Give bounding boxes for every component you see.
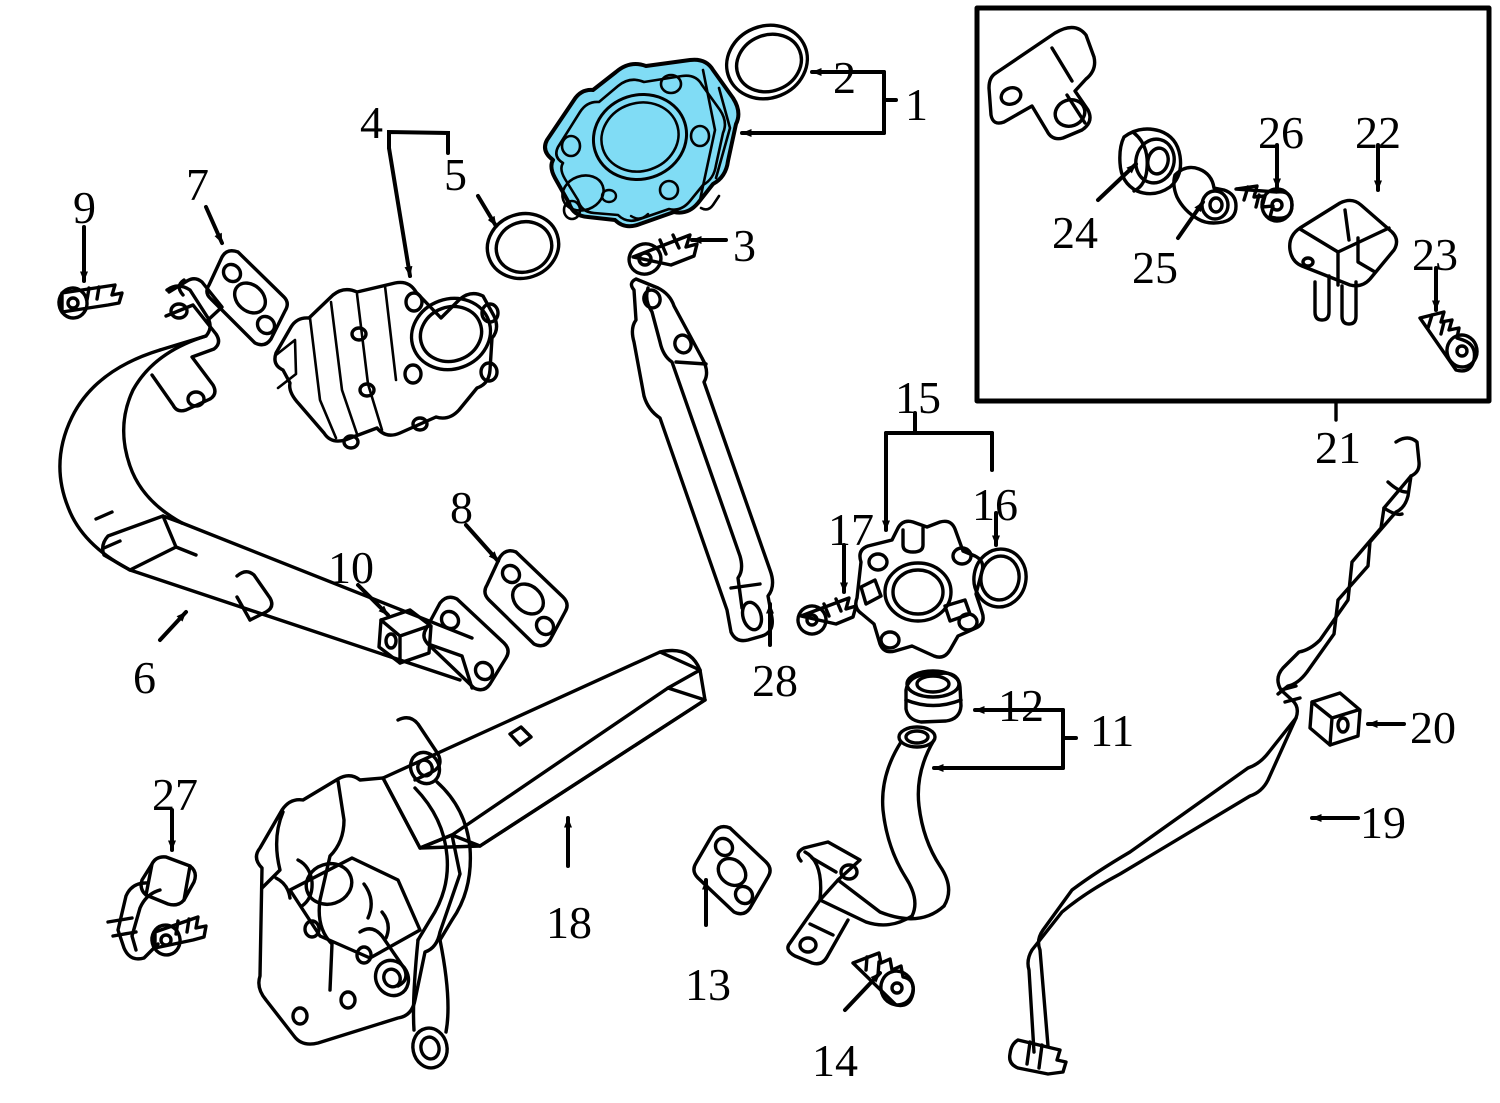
egr-valve-assembly-1 bbox=[543, 57, 741, 229]
callout-27[interactable]: 27 bbox=[152, 769, 198, 820]
callout-9[interactable]: 9 bbox=[73, 182, 96, 233]
callout-25[interactable]: 25 bbox=[1132, 242, 1178, 293]
tube-gasket-7 bbox=[205, 249, 289, 347]
support-bracket-28 bbox=[629, 277, 775, 643]
callout-12[interactable]: 12 bbox=[998, 680, 1044, 731]
callout-17[interactable]: 17 bbox=[828, 504, 874, 555]
callout-10[interactable]: 10 bbox=[328, 542, 374, 593]
seal-ring-5 bbox=[485, 211, 561, 281]
pipe-gasket-8 bbox=[483, 549, 569, 648]
callout-18[interactable]: 18 bbox=[546, 897, 592, 948]
grommet-large-24 bbox=[1118, 127, 1183, 196]
pipe-gasket-13 bbox=[692, 824, 772, 916]
callout-11[interactable]: 11 bbox=[1090, 705, 1135, 756]
egr-valve-lower-4 bbox=[273, 280, 500, 450]
callout-15[interactable]: 15 bbox=[895, 372, 941, 423]
tube-nut-10 bbox=[377, 608, 433, 665]
callout-23[interactable]: 23 bbox=[1412, 229, 1458, 280]
callout-2[interactable]: 2 bbox=[833, 52, 856, 103]
callout-7[interactable]: 7 bbox=[186, 159, 209, 210]
egr-valve-o-ring-2 bbox=[724, 23, 810, 101]
callout-24[interactable]: 24 bbox=[1052, 207, 1098, 258]
egr-adapter-15 bbox=[854, 519, 985, 659]
pipe-seal-12 bbox=[904, 669, 963, 724]
callout-13[interactable]: 13 bbox=[685, 959, 731, 1010]
callout-5[interactable]: 5 bbox=[444, 149, 467, 200]
callout-16[interactable]: 16 bbox=[972, 479, 1018, 530]
line-nut-20 bbox=[1308, 691, 1362, 747]
inset-bracket-arm bbox=[987, 25, 1097, 141]
adapter-o-ring-16 bbox=[972, 547, 1028, 609]
pipe-bolt-14 bbox=[851, 951, 915, 1008]
callout-20[interactable]: 20 bbox=[1410, 702, 1456, 753]
callout-26[interactable]: 26 bbox=[1258, 107, 1304, 158]
adapter-bolt-17 bbox=[796, 596, 858, 636]
inset-box-frame bbox=[974, 5, 1492, 422]
callout-21[interactable]: 21 bbox=[1315, 422, 1361, 473]
sensor-connector-27 bbox=[106, 855, 208, 961]
callout-14[interactable]: 14 bbox=[812, 1035, 858, 1086]
cooler-pipe-11 bbox=[786, 725, 951, 966]
stud-bolt-9 bbox=[57, 283, 124, 320]
map-sensor-22 bbox=[1288, 198, 1399, 326]
egr-valve-bolt-3 bbox=[627, 233, 699, 276]
callout-6[interactable]: 6 bbox=[133, 652, 156, 703]
callout-28[interactable]: 28 bbox=[752, 655, 798, 706]
callout-4[interactable]: 4 bbox=[360, 97, 383, 148]
egr-cooler-18 bbox=[254, 648, 707, 1070]
callout-8[interactable]: 8 bbox=[450, 482, 473, 533]
coolant-line-19 bbox=[1007, 436, 1421, 1076]
callout-22[interactable]: 22 bbox=[1355, 107, 1401, 158]
callout-19[interactable]: 19 bbox=[1360, 797, 1406, 848]
sensor-bolt-23 bbox=[1418, 310, 1479, 373]
callout-1[interactable]: 1 bbox=[905, 79, 928, 130]
callout-3[interactable]: 3 bbox=[733, 220, 756, 271]
